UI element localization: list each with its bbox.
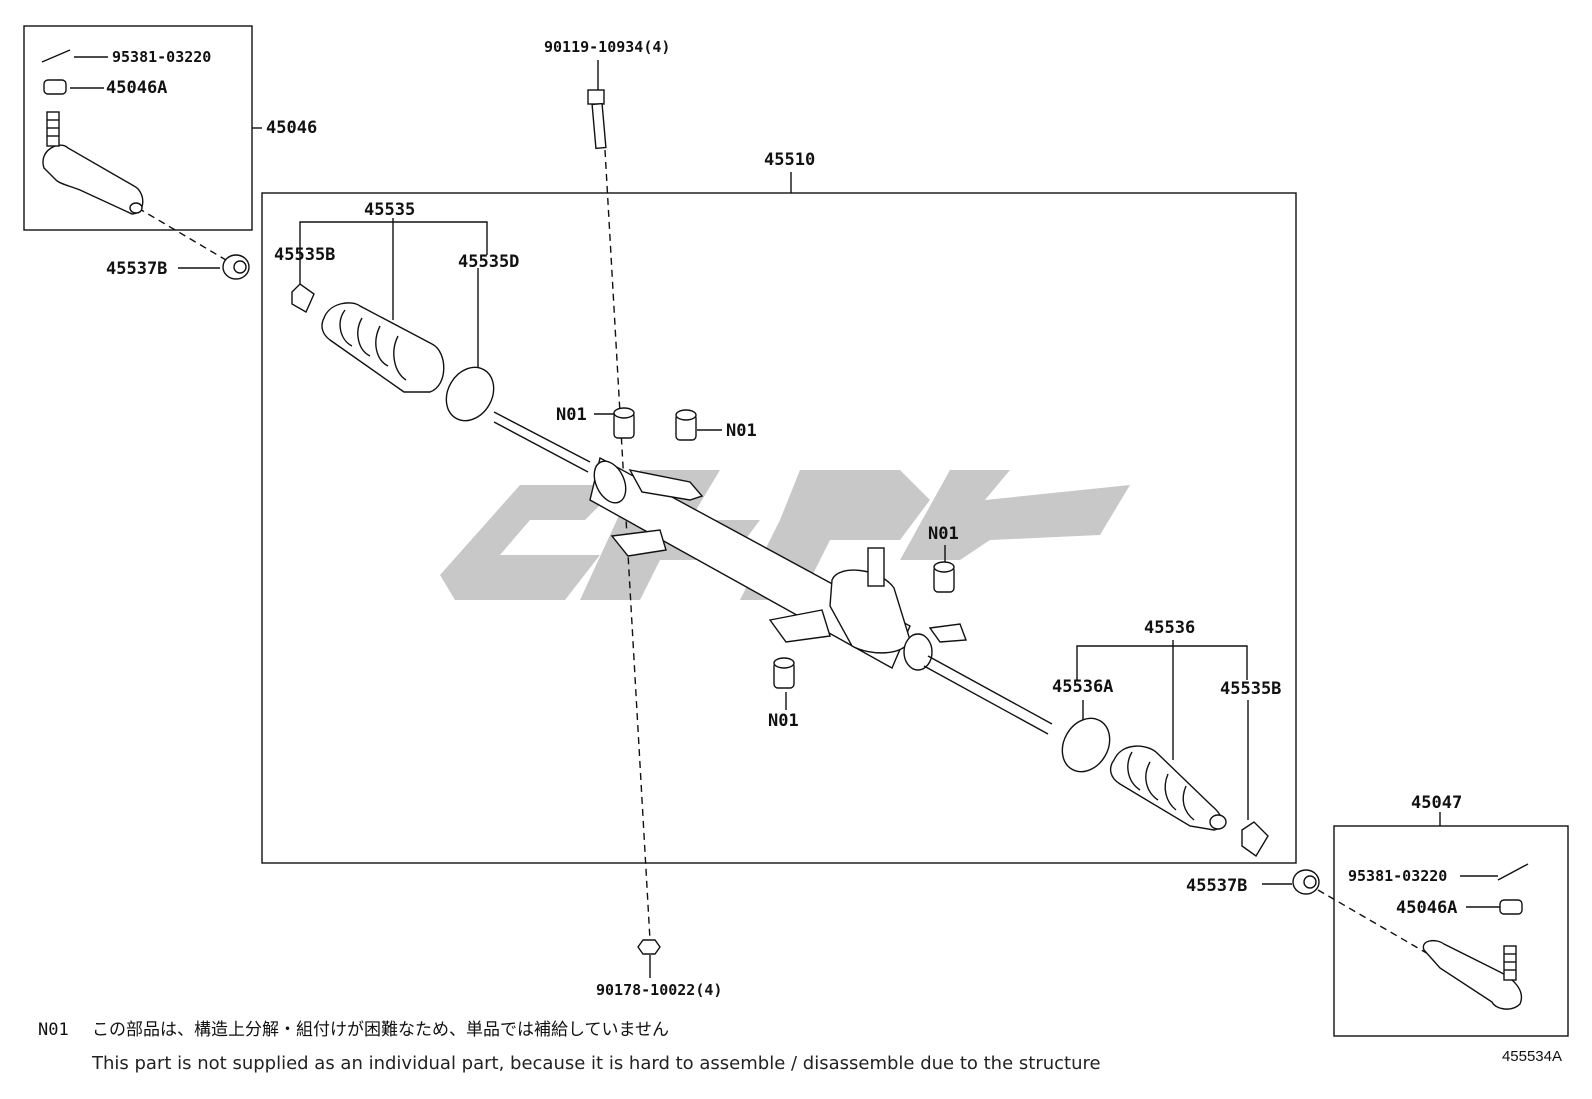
part-label-45536: 45536 [1144, 618, 1196, 638]
spacer-45537b-left [222, 254, 250, 280]
figure-code: 455534A [1501, 1048, 1562, 1065]
footnote-english: This part is not supplied as an individu… [92, 1053, 1101, 1074]
rack-assembly-box [261, 192, 1297, 864]
footnote-code: N01 [38, 1020, 69, 1040]
boot-left-45535 [291, 283, 495, 422]
boot-right-45536 [1061, 717, 1269, 858]
bushing-n01-c [933, 561, 955, 593]
part-label-90119: 90119-10934(4) [544, 38, 671, 56]
part-label-45535d: 45535D [458, 252, 520, 272]
part-label-95381-left: 95381-03220 [112, 48, 212, 66]
part-label-45536a: 45536A [1052, 677, 1114, 697]
part-label-n01-a: N01 [556, 405, 587, 425]
part-label-90178: 90178-10022(4) [596, 981, 723, 999]
bushing-n01-b [675, 409, 697, 441]
nut-90178 [637, 939, 661, 955]
tie-rod-end-box-right [1333, 825, 1569, 1037]
tie-rod-end-right [1422, 863, 1529, 1010]
part-label-45047: 45047 [1411, 793, 1463, 813]
part-label-45046a-left: 45046A [106, 78, 168, 98]
part-label-n01-c: N01 [928, 524, 959, 544]
part-label-n01-d: N01 [768, 711, 799, 731]
part-label-n01-b: N01 [726, 421, 757, 441]
part-label-45535b-left: 45535B [274, 245, 336, 265]
spacer-45537b-right [1292, 869, 1320, 895]
part-label-45535b-right: 45535B [1220, 679, 1282, 699]
footnote-japanese: この部品は、構造上分解・組付けが困難なため、単品では補給していません [92, 1020, 669, 1040]
bushing-n01-d [773, 657, 795, 689]
part-label-45537b-left: 45537B [106, 259, 168, 279]
part-label-45535: 45535 [364, 200, 416, 220]
bushing-n01-a [613, 407, 635, 439]
rack-housing [493, 411, 1053, 735]
part-label-45510: 45510 [764, 150, 816, 170]
tie-rod-end-left [41, 49, 144, 215]
part-label-45537b-right: 45537B [1186, 876, 1248, 896]
part-label-95381-right: 95381-03220 [1348, 867, 1448, 885]
part-label-45046a-right: 45046A [1396, 898, 1458, 918]
bolt-90119 [587, 89, 607, 150]
part-label-45046: 45046 [266, 118, 318, 138]
